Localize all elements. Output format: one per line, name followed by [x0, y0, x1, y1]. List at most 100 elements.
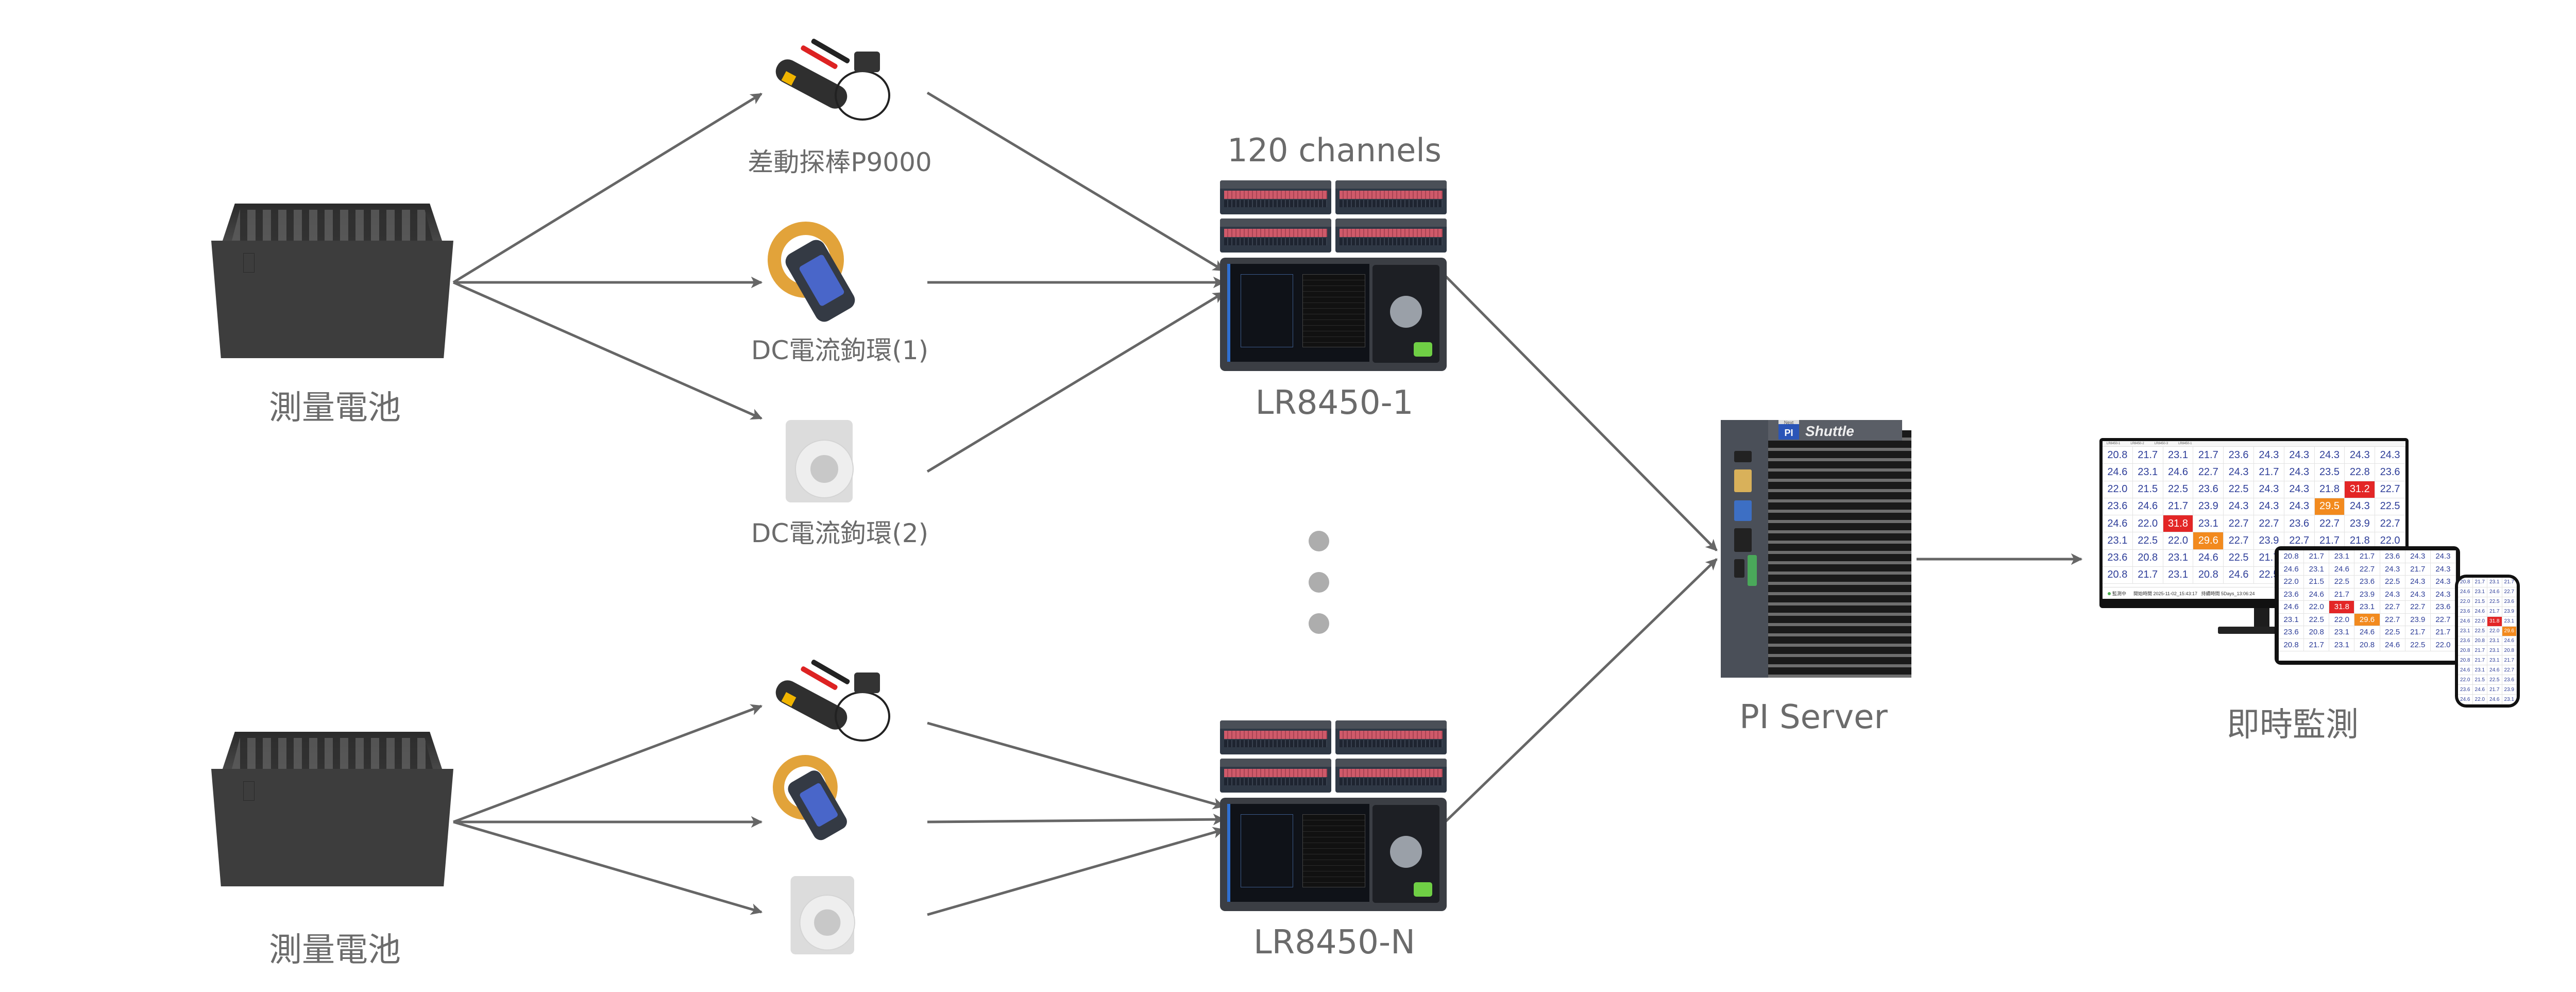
- channel-value-cell: 24.3: [2253, 481, 2284, 498]
- channel-value-cell: 21.7: [2430, 626, 2456, 639]
- channel-value-cell: 23.6: [2224, 447, 2254, 464]
- battery-top-label: 測量電池: [269, 389, 401, 427]
- channel-value-cell: 24.6: [2304, 588, 2330, 601]
- channel-value-cell: 21.7: [2487, 607, 2502, 617]
- channel-value-cell: 21.7: [2472, 578, 2487, 587]
- clamp-meter-icon: [768, 222, 871, 325]
- channel-value-cell: 21.7: [2472, 646, 2487, 656]
- more-loggers-ellipsis-icon: [1309, 531, 1329, 654]
- channel-value-cell: 22.7: [2430, 613, 2456, 626]
- channel-value-cell: 24.3: [2375, 447, 2405, 464]
- arrow-logger_1-to-server: [1444, 275, 1718, 551]
- channel-value-cell: 24.6: [2224, 566, 2254, 584]
- channel-value-cell: 22.5: [2472, 626, 2487, 636]
- channel-value-cell: 24.3: [2345, 447, 2376, 464]
- channel-value-cell: 22.0: [2472, 616, 2487, 627]
- channel-value-cell: 24.6: [2279, 601, 2304, 614]
- differential-probe-bottom-icon: [762, 659, 896, 750]
- data-logger-n-icon: [1220, 720, 1447, 911]
- channel-value-cell: 22.5: [2132, 532, 2163, 550]
- channel-value-cell: 23.6: [2103, 549, 2133, 567]
- duration-value: 5Days_13:06:24: [2221, 591, 2255, 596]
- channel-value-cell: 21.7: [2487, 685, 2502, 695]
- dashboard-tab[interactable]: LR8450-1: [2107, 442, 2121, 445]
- channel-value-cell: 20.8: [2458, 646, 2473, 656]
- channel-value-cell: 24.6: [2103, 515, 2133, 533]
- battery-bottom-icon: [211, 732, 453, 886]
- channel-value-cell: 21.5: [2132, 481, 2163, 498]
- channel-value-cell: 21.7: [2253, 464, 2284, 481]
- channel-value-cell: 21.7: [2502, 655, 2517, 666]
- channel-value-cell: 24.3: [2430, 550, 2456, 563]
- duration-label: 持續時間: [2201, 591, 2220, 596]
- channel-value-cell: 24.6: [2458, 695, 2473, 704]
- channel-value-cell: 24.6: [2487, 587, 2502, 597]
- channel-value-cell: 24.6: [2472, 607, 2487, 617]
- channel-value-cell: 23.1: [2329, 626, 2355, 639]
- channel-value-cell: 24.6: [2193, 549, 2224, 567]
- channel-value-cell: 20.8: [2103, 566, 2133, 584]
- channel-value-cell: 23.1: [2279, 613, 2304, 626]
- channel-value-cell: 24.6: [2502, 636, 2517, 646]
- channel-value-cell: 24.3: [2253, 447, 2284, 464]
- channel-value-cell: 24.3: [2284, 447, 2315, 464]
- channel-value-cell: 23.1: [2103, 532, 2133, 550]
- dashboard-tab[interactable]: LR8450-1: [2178, 442, 2192, 445]
- channel-value-cell: 20.8: [2279, 550, 2304, 563]
- channel-value-cell: 24.6: [2279, 563, 2304, 576]
- channel-value-cell: 23.1: [2472, 587, 2487, 597]
- channel-value-cell: 23.6: [2430, 601, 2456, 614]
- channel-value-cell: 23.1: [2132, 464, 2163, 481]
- channel-value-cell: 22.0: [2103, 481, 2133, 498]
- dashboard-tab-bar: LR8450-1 LR8450-2 LR8450-3 LR8450-1: [2103, 441, 2405, 447]
- channel-value-cell: 22.0: [2279, 576, 2304, 589]
- channel-value-cell: 24.3: [2380, 563, 2405, 576]
- channel-value-cell: 24.3: [2224, 498, 2254, 515]
- channel-value-cell: 20.8: [2458, 578, 2473, 587]
- channel-value-cell: 24.6: [2487, 695, 2502, 704]
- channel-value-cell: 21.7: [2354, 550, 2380, 563]
- channel-value-cell: 22.0: [2430, 638, 2456, 651]
- channel-value-cell: 21.7: [2502, 578, 2517, 587]
- battery-bottom-label: 測量電池: [269, 931, 401, 969]
- channel-value-cell: 24.6: [2380, 638, 2405, 651]
- channel-value-cell: 23.1: [2193, 515, 2224, 533]
- channel-value-cell: 23.9: [2193, 498, 2224, 515]
- dashboard-tab[interactable]: LR8450-2: [2130, 442, 2144, 445]
- channel-value-cell: 22.7: [2380, 601, 2405, 614]
- data-logger-1-icon: [1220, 180, 1447, 371]
- monitoring-label: 即時監測: [2227, 706, 2359, 744]
- channel-value-cell: 23.9: [2502, 607, 2517, 617]
- logger-channels-caption: 120 channels: [1227, 131, 1442, 169]
- channel-value-cell: 23.1: [2329, 550, 2355, 563]
- channel-value-cell: 22.7: [2224, 532, 2254, 550]
- clamp-meter-bottom-icon: [773, 755, 860, 843]
- channel-value-cell: 21.7: [2405, 626, 2431, 639]
- battery-top-icon: [211, 204, 453, 358]
- channel-value-cell: 23.1: [2458, 626, 2473, 636]
- channel-value-cell: 23.1: [2163, 566, 2194, 584]
- channel-value-cell: 22.7: [2502, 587, 2517, 597]
- channel-value-cell: 23.1: [2487, 646, 2502, 656]
- dashboard-tab[interactable]: LR8450-3: [2154, 442, 2168, 445]
- channel-value-cell: 22.5: [2487, 675, 2502, 685]
- current-transducer-bottom-icon: [786, 876, 869, 960]
- channel-value-cell: 22.7: [2193, 464, 2224, 481]
- channel-value-cell: 24.6: [2132, 498, 2163, 515]
- channel-value-cell: 23.6: [2458, 685, 2473, 695]
- channel-value-cell: 22.5: [2380, 626, 2405, 639]
- channel-value-cell: 24.6: [2163, 464, 2194, 481]
- channel-value-cell: 20.8: [2458, 655, 2473, 666]
- channel-value-cell: 23.6: [2284, 515, 2315, 533]
- channel-value-cell: 24.6: [2472, 685, 2487, 695]
- channel-value-cell: 21.7: [2329, 588, 2355, 601]
- channel-value-cell: 23.1: [2329, 638, 2355, 651]
- channel-value-cell: 23.6: [2279, 588, 2304, 601]
- channel-value-cell: 23.5: [2314, 464, 2345, 481]
- channel-value-cell: 29.5: [2314, 498, 2345, 515]
- arrow-clamp2_bottom-to-logger_n: [927, 827, 1225, 916]
- channel-value-cell: 20.8: [2103, 447, 2133, 464]
